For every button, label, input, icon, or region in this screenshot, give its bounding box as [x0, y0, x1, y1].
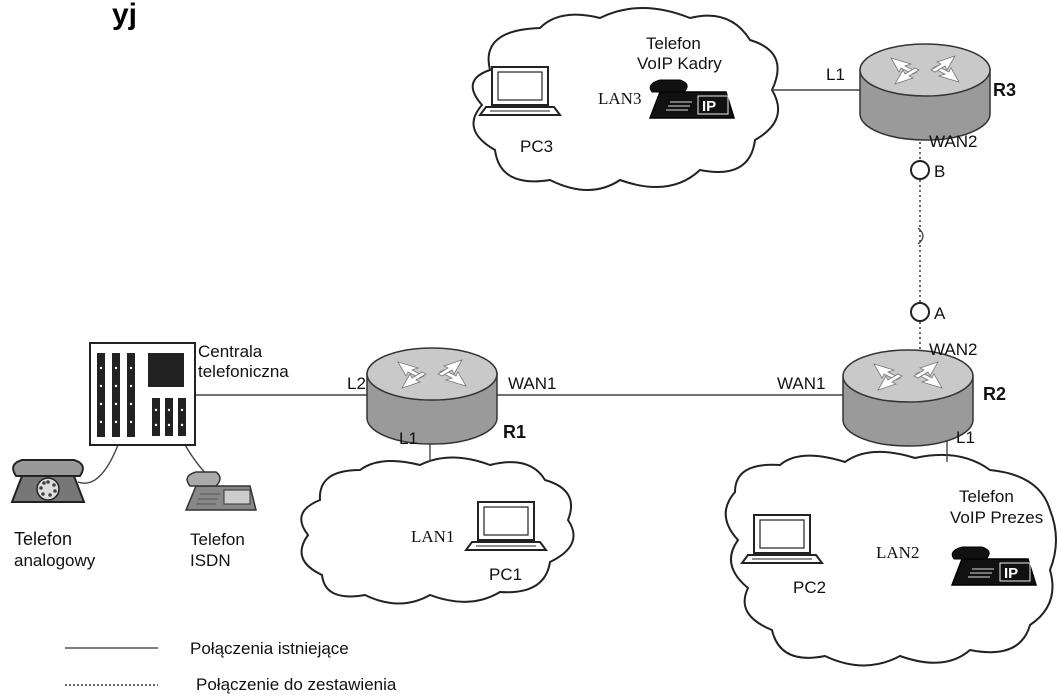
router-r1-label: R1	[503, 422, 526, 442]
voip-kadry-label-line2: VoIP Kadry	[637, 54, 722, 73]
r3-port-wan2: WAN2	[929, 132, 978, 151]
svg-text:IP: IP	[702, 98, 716, 115]
pc1-laptop-icon	[465, 501, 547, 551]
isdn-phone-label-line2: ISDN	[190, 551, 231, 570]
router-r3-label: R3	[993, 80, 1016, 100]
telephone-exchange	[89, 342, 196, 446]
legend: Połączenia istniejące Połączenie do zest…	[65, 639, 397, 694]
heading-fragment: yj	[112, 0, 137, 31]
planned-link-marker	[917, 227, 924, 245]
voip-phone-prezes-icon: IP	[951, 546, 1037, 586]
exchange-label-line1: Centrala	[198, 342, 263, 361]
pc2-label: PC2	[793, 578, 826, 597]
r2-port-wan1: WAN1	[777, 374, 826, 393]
pc3-label: PC3	[520, 137, 553, 156]
pc2-laptop-icon	[741, 514, 823, 564]
legend-planned-label: Połączenie do zestawienia	[196, 675, 397, 694]
r1-port-wan1: WAN1	[508, 374, 557, 393]
point-b	[910, 160, 930, 180]
r1-port-l2: L2	[347, 374, 366, 393]
router-r2-label: R2	[983, 384, 1006, 404]
analog-phone-label-line2: analogowy	[14, 551, 96, 570]
link-exchange-analog	[77, 444, 119, 484]
router-r2	[842, 349, 974, 447]
lan3-label: LAN3	[598, 89, 641, 108]
cloud-lan3	[471, 7, 780, 191]
cloud-lan1	[300, 456, 575, 605]
r2-port-wan2: WAN2	[929, 340, 978, 359]
voip-phone-kadry-icon: IP	[649, 79, 735, 119]
isdn-phone-icon	[184, 471, 257, 511]
lan1-label: LAN1	[411, 527, 454, 546]
router-r1	[366, 347, 498, 445]
voip-kadry-label-line1: Telefon	[646, 34, 701, 53]
voip-prezes-label-line1: Telefon	[959, 487, 1014, 506]
r3-port-l1: L1	[826, 65, 845, 84]
analog-phone-label-line1: Telefon	[14, 529, 72, 549]
voip-prezes-label-line2: VoIP Prezes	[950, 508, 1043, 527]
lan2-label: LAN2	[876, 543, 919, 562]
pc3-laptop-icon	[479, 66, 561, 116]
r2-port-l1: L1	[956, 428, 975, 447]
router-r3	[859, 43, 991, 141]
point-b-label: B	[934, 162, 945, 181]
point-a-label: A	[934, 304, 946, 323]
exchange-label-line2: telefoniczna	[198, 362, 289, 381]
pc1-label: PC1	[489, 565, 522, 584]
cloud-lan2	[724, 450, 1057, 667]
point-a	[910, 302, 930, 322]
svg-text:IP: IP	[1004, 565, 1018, 582]
analog-phone-icon	[11, 459, 85, 503]
legend-existing-label: Połączenia istniejące	[190, 639, 349, 658]
r1-port-l1: L1	[399, 429, 418, 448]
isdn-phone-label-line1: Telefon	[190, 530, 245, 549]
